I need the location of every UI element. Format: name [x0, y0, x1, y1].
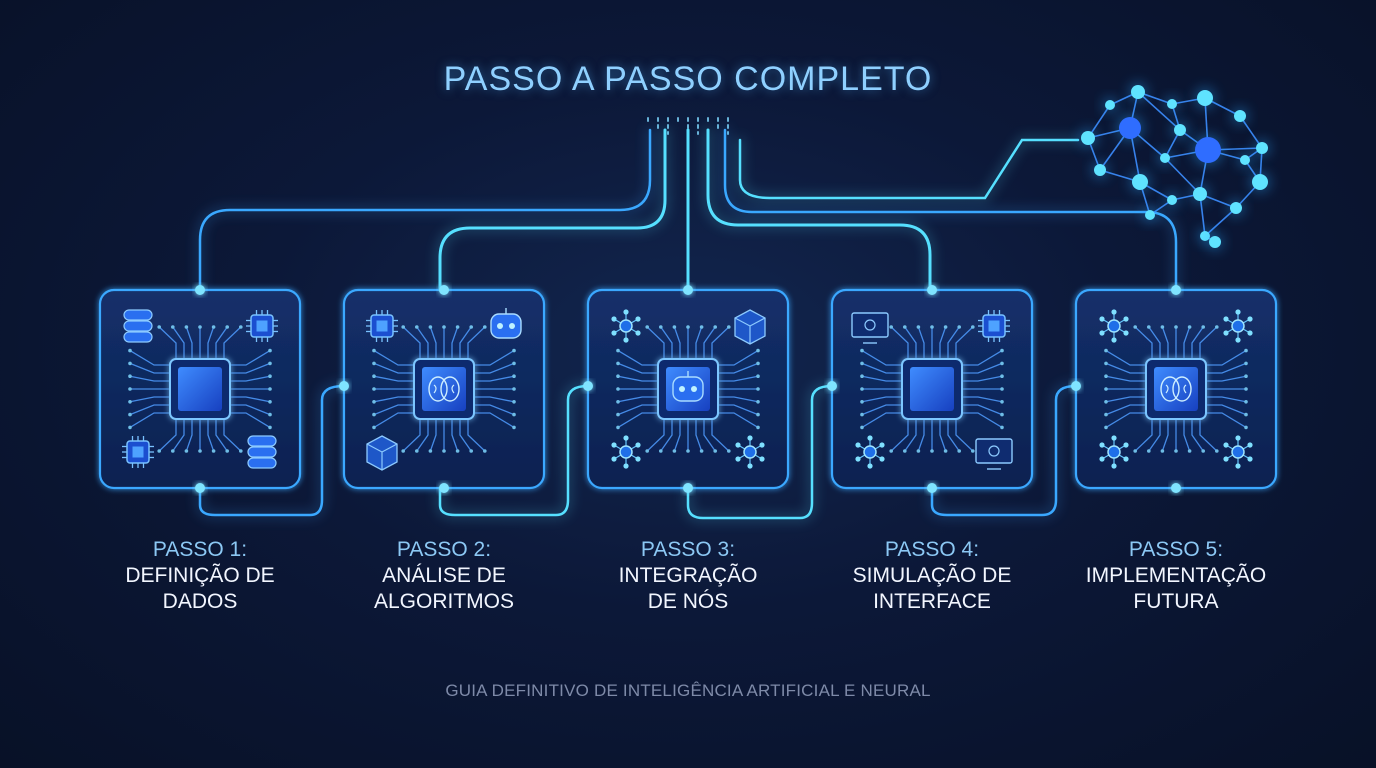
step-name-line-1: ANÁLISE DE: [382, 564, 506, 587]
neural-brain-icon: [1078, 82, 1271, 251]
robot-icon: [490, 308, 522, 339]
connector-dot: [195, 483, 205, 493]
brain-node: [1132, 174, 1148, 190]
brain-node: [1193, 187, 1207, 201]
connector-dot: [339, 381, 349, 391]
database-icon: [123, 309, 153, 343]
footer-subtitle: GUIA DEFINITIVO DE INTELIGÊNCIA ARTIFICI…: [445, 681, 931, 700]
database-icon: [247, 435, 277, 469]
connector-dot: [827, 381, 837, 391]
wire-to-step-1: [198, 128, 652, 292]
step-name-line-2: INTERFACE: [873, 590, 991, 613]
brain-node: [1252, 174, 1268, 190]
connector-dot: [683, 483, 693, 493]
brain-node: [1160, 153, 1170, 163]
step-name-line-2: ALGORITMOS: [373, 590, 515, 613]
network-node-icon: [855, 435, 885, 469]
network-node-icon: [1099, 309, 1129, 343]
connector-dot: [583, 381, 593, 391]
brain-node: [1240, 155, 1250, 165]
brain-node: [1234, 110, 1246, 122]
brain-node: [1131, 85, 1145, 99]
connector-dot: [927, 483, 937, 493]
network-node-icon: [1223, 435, 1253, 469]
brain-node: [1256, 142, 1268, 154]
step-name-line-1: IMPLEMENTAÇÃO: [1085, 564, 1267, 587]
wire-to-step-5: [723, 128, 1178, 292]
brain-node: [1230, 202, 1242, 214]
connector-1-2: [198, 384, 346, 517]
step-number: PASSO 2:: [396, 538, 492, 561]
brain-node: [1119, 117, 1141, 139]
page-title: PASSO A PASSO COMPLETO: [443, 60, 933, 98]
monitor-icon: [975, 438, 1013, 470]
step-panel-5: [1071, 285, 1278, 493]
brain-node: [1167, 195, 1177, 205]
step-panel-2: [339, 285, 546, 493]
brain-node: [1081, 131, 1095, 145]
wire-to-step-4: [706, 128, 932, 292]
network-node-icon: [1099, 435, 1129, 469]
step-panel-3: [583, 285, 790, 493]
step-name-line-1: INTEGRAÇÃO: [618, 564, 758, 587]
connector-dot: [1071, 381, 1081, 391]
brain-icon: [1160, 376, 1192, 402]
step-label-1: PASSO 1: DEFINIÇÃO DE DADOS: [80, 537, 320, 615]
step-name-line-2: DADOS: [162, 590, 238, 613]
brain-node: [1105, 100, 1115, 110]
step-label-4: PASSO 4: SIMULAÇÃO DE INTERFACE: [812, 537, 1052, 615]
connector-dot: [195, 285, 205, 295]
step-panel-4: [827, 285, 1034, 493]
brain-node: [1197, 90, 1213, 106]
step-name-line-2: DE NÓS: [647, 590, 729, 613]
connector-dot: [439, 483, 449, 493]
brain-node: [1174, 124, 1186, 136]
step-name-line-1: SIMULAÇÃO DE: [852, 564, 1012, 587]
step-number: PASSO 3:: [640, 538, 736, 561]
brain-node: [1209, 236, 1221, 248]
brain-node: [1094, 164, 1106, 176]
step-name-line-1: DEFINIÇÃO DE: [125, 564, 275, 587]
brain-node: [1195, 137, 1221, 163]
robot-icon: [672, 371, 704, 402]
step-panel-1: [98, 285, 302, 493]
network-node-icon: [611, 435, 641, 469]
brain-node: [1167, 99, 1177, 109]
connector-dot: [1171, 285, 1181, 295]
cube-icon: [366, 435, 398, 471]
connector-dot: [927, 285, 937, 295]
connector-dot: [439, 285, 449, 295]
wire-to-step-2: [438, 128, 667, 292]
wire-to-brain: [738, 138, 1080, 200]
connector-2-3: [438, 384, 590, 517]
step-label-5: PASSO 5: IMPLEMENTAÇÃO FUTURA: [1056, 537, 1296, 615]
network-node-icon: [1223, 309, 1253, 343]
brain-node: [1145, 210, 1155, 220]
connector-dot: [1171, 483, 1181, 493]
network-node-icon: [611, 309, 641, 343]
cube-icon: [734, 309, 766, 345]
step-label-3: PASSO 3: INTEGRAÇÃO DE NÓS: [568, 537, 808, 615]
step-label-2: PASSO 2: ANÁLISE DE ALGORITMOS: [324, 537, 564, 615]
connector-3-4: [686, 384, 834, 520]
step-number: PASSO 5:: [1128, 538, 1224, 561]
step-number: PASSO 4:: [884, 538, 980, 561]
step-number: PASSO 1:: [152, 538, 248, 561]
monitor-icon: [851, 312, 889, 344]
step-name-line-2: FUTURA: [1133, 590, 1219, 613]
connector-4-5: [930, 384, 1078, 517]
network-node-icon: [735, 435, 765, 469]
connector-dot: [683, 285, 693, 295]
brain-icon: [428, 376, 460, 402]
